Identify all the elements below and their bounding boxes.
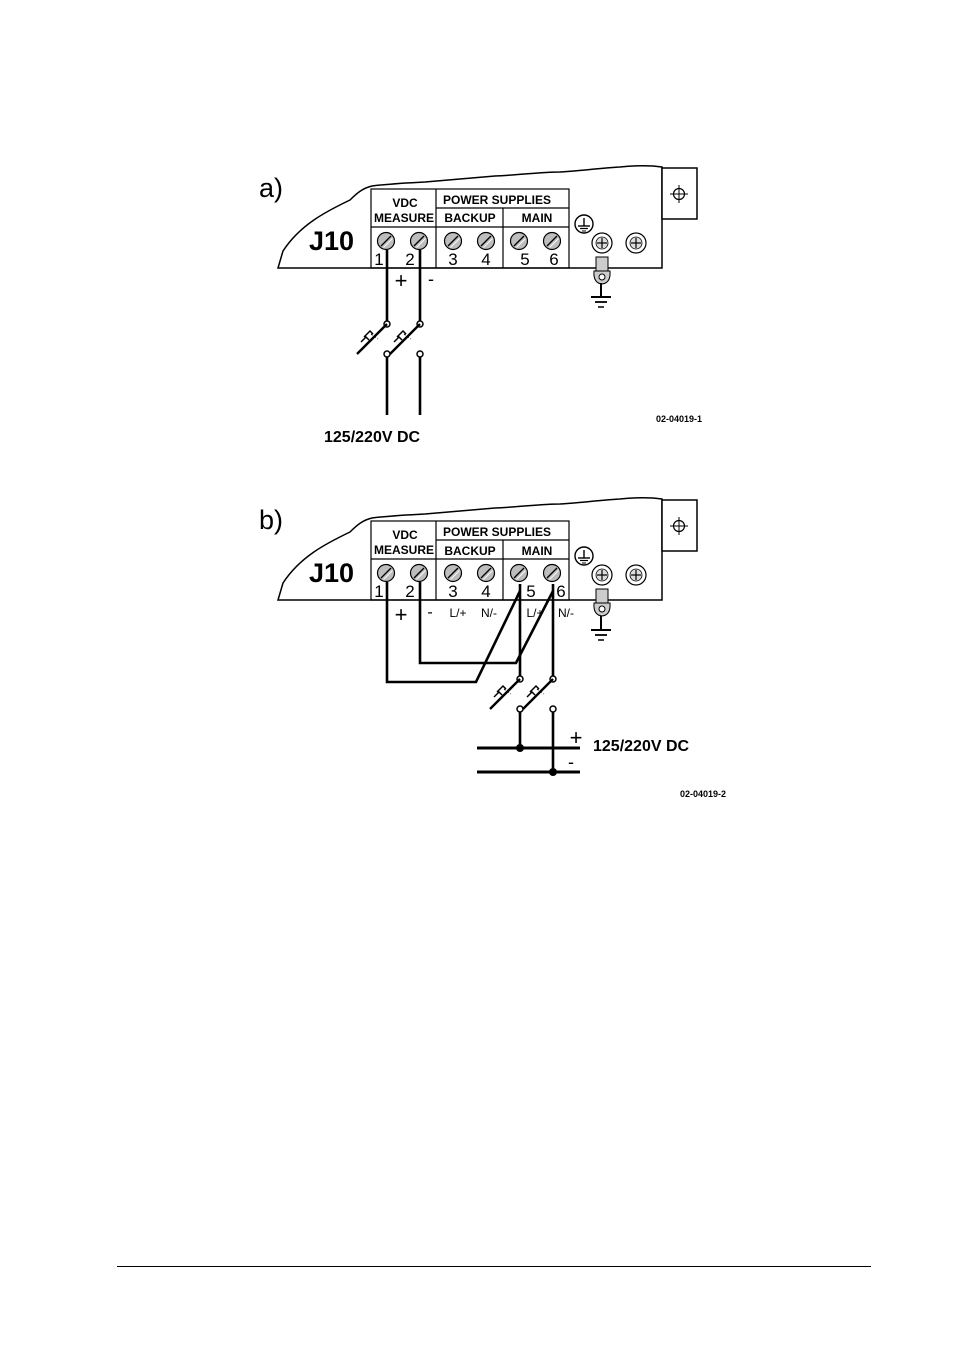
screw-icon <box>626 233 646 253</box>
panel-letter-b: b) <box>259 505 283 535</box>
terminal-screw-icon <box>544 233 561 250</box>
junction-dot <box>549 768 557 776</box>
connector-label-j10: J10 <box>309 558 354 588</box>
panel-letter-a: a) <box>259 173 283 203</box>
drawing-code: 02-04019-2 <box>680 789 726 799</box>
plus-sign: + <box>395 268 408 293</box>
supply-label: 125/220V DC <box>324 429 421 446</box>
header-power-supplies: POWER SUPPLIES <box>443 525 551 539</box>
terminal-screw-icon <box>378 565 395 582</box>
terminal-number: 5 <box>526 582 535 601</box>
header-measure: MEASURE <box>374 543 434 557</box>
header-vdc: VDC <box>392 196 418 210</box>
terminal-number: 4 <box>481 250 490 269</box>
terminal-screw-icon <box>511 233 528 250</box>
terminal-screw-icon <box>411 565 428 582</box>
diagram-b: b) VDC MEASURE POWER SUPPLIES BACKUP MAI… <box>259 498 726 799</box>
header-backup: BACKUP <box>444 211 495 225</box>
connector-label-j10: J10 <box>309 226 354 256</box>
breaker-switch-icon <box>390 324 420 354</box>
screw-icon <box>626 565 646 585</box>
terminal-screw-icon <box>378 233 395 250</box>
terminal-number: 6 <box>556 582 565 601</box>
header-backup: BACKUP <box>444 544 495 558</box>
terminal-number: 3 <box>448 582 457 601</box>
terminal-screw-icon <box>478 233 495 250</box>
terminal-number: 5 <box>520 250 529 269</box>
header-main: MAIN <box>522 544 553 558</box>
screw-icon <box>592 233 612 253</box>
screw-icon <box>592 565 612 585</box>
breaker-switch-icon <box>490 679 520 709</box>
ring-lug-icon <box>594 589 610 616</box>
junction-dot <box>516 744 524 752</box>
terminal-number: 2 <box>405 250 414 269</box>
terminal-screw-icon <box>445 233 462 250</box>
terminal-number: 1 <box>374 582 383 601</box>
minus-sign: - <box>428 269 434 289</box>
terminal-number: 4 <box>481 582 490 601</box>
minus-sign: - <box>427 604 432 621</box>
header-measure: MEASURE <box>374 211 434 225</box>
supply-minus: - <box>568 752 574 772</box>
drawing-code: 02-04019-1 <box>656 414 702 424</box>
polarity-label: N/- <box>558 606 574 620</box>
terminal-screw-icon <box>478 565 495 582</box>
ring-lug-icon <box>594 257 610 284</box>
footer-rule <box>117 1266 871 1267</box>
terminal-number: 3 <box>448 250 457 269</box>
terminal-screw-icon <box>445 565 462 582</box>
ground-symbol-icon <box>591 283 611 307</box>
polarity-label: N/- <box>481 606 497 620</box>
breaker-switch-icon <box>523 679 553 709</box>
terminal-number: 6 <box>549 250 558 269</box>
supply-plus: + <box>570 725 583 750</box>
terminal-screw-icon <box>511 565 528 582</box>
header-main: MAIN <box>522 211 553 225</box>
terminal-screw-icon <box>544 565 561 582</box>
plus-sign: + <box>395 602 408 627</box>
header-power-supplies: POWER SUPPLIES <box>443 193 551 207</box>
diagram-a: a) VDC MEASURE POWER SUPPLIES BACKUP MAI… <box>259 166 702 446</box>
header-vdc: VDC <box>392 528 418 542</box>
dc-busbars <box>477 748 580 772</box>
breaker-switch-icon <box>357 324 387 354</box>
terminal-number: 1 <box>374 250 383 269</box>
terminal-number: 2 <box>405 582 414 601</box>
supply-label: 125/220V DC <box>593 738 690 755</box>
terminal-screw-icon <box>411 233 428 250</box>
polarity-label: L/+ <box>449 606 466 620</box>
ground-symbol-icon <box>591 616 611 640</box>
